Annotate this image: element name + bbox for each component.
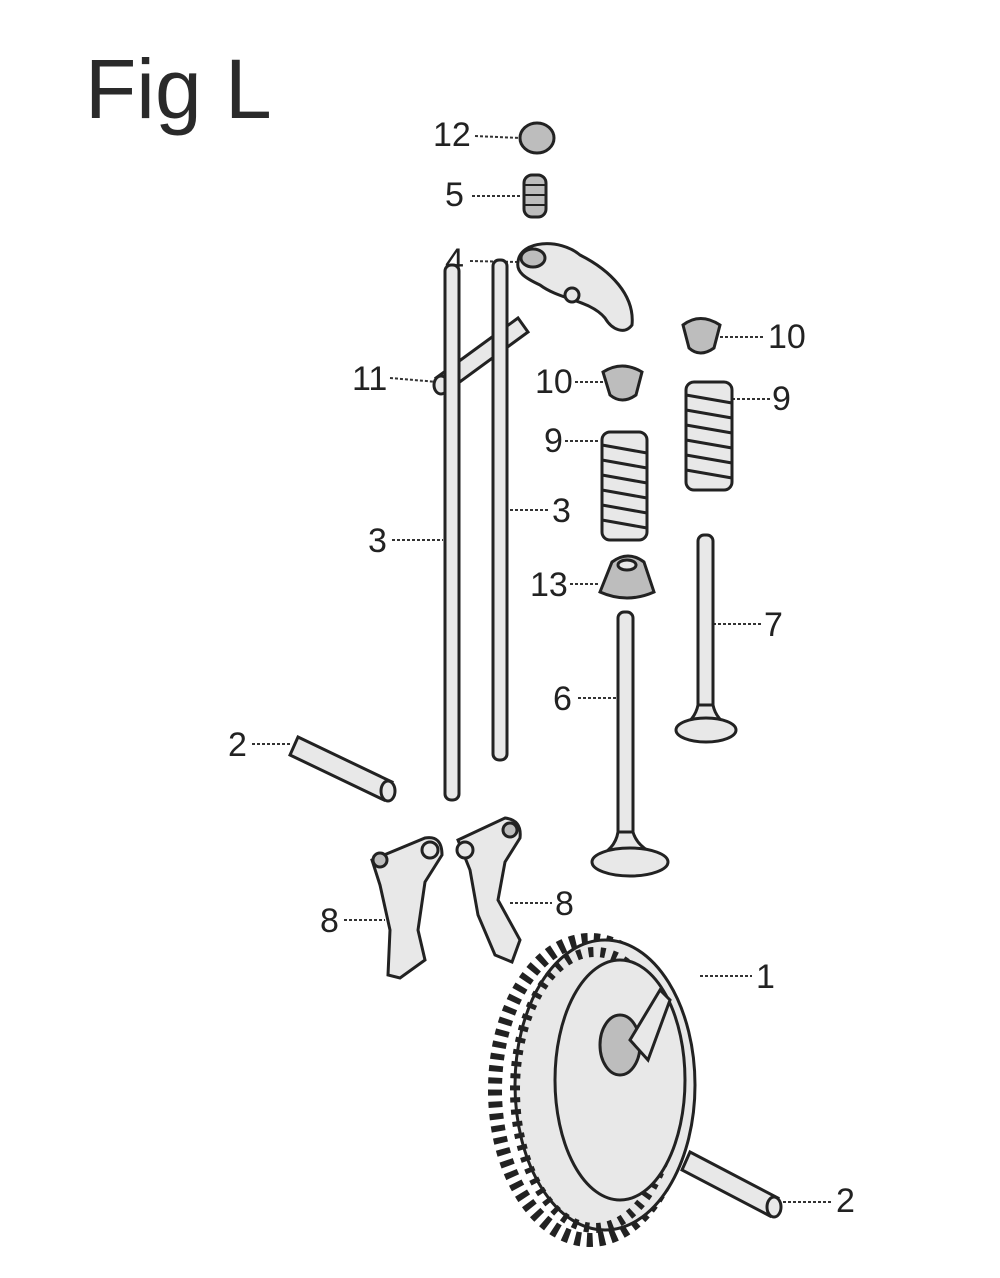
callout-1: 1 xyxy=(756,958,775,996)
callout-5: 5 xyxy=(445,176,464,214)
callout-10: 10 xyxy=(535,363,573,401)
callout-3: 3 xyxy=(368,522,387,560)
figure-title: Fig L xyxy=(85,42,272,136)
part-pushrod-right: 3 xyxy=(491,258,571,762)
callout-8: 8 xyxy=(555,885,574,923)
callout-2: 2 xyxy=(228,726,247,764)
callout-2: 2 xyxy=(836,1182,855,1220)
part-pin-right: 2 xyxy=(680,1149,855,1220)
part-camshaft-gear: 1 xyxy=(488,933,775,1247)
callout-11: 11 xyxy=(352,360,387,398)
callout-6: 6 xyxy=(553,680,572,718)
part-nut: 12 xyxy=(433,116,556,155)
callout-12: 12 xyxy=(433,116,471,154)
part-pushrod-left: 3 xyxy=(368,263,461,802)
callout-3: 3 xyxy=(552,492,571,530)
callout-9: 9 xyxy=(772,380,791,418)
part-valve-spring-left: 9 xyxy=(544,422,649,542)
callout-13: 13 xyxy=(530,566,568,604)
part-lifter-right: 8 xyxy=(455,816,574,964)
part-valve-seal: 13 xyxy=(530,554,656,604)
part-pin-left: 2 xyxy=(228,726,397,803)
part-exhaust-valve: 7 xyxy=(674,533,783,744)
part-valve-spring-right: 9 xyxy=(684,380,791,492)
part-retainer-right: 10 xyxy=(681,317,806,356)
part-retainer-left: 10 xyxy=(535,363,644,402)
callout-7: 7 xyxy=(764,606,783,644)
callout-10: 10 xyxy=(768,318,806,356)
part-small-spring: 5 xyxy=(445,173,548,219)
callout-8: 8 xyxy=(320,902,339,940)
part-intake-valve: 6 xyxy=(553,610,670,878)
callout-9: 9 xyxy=(544,422,563,460)
part-lifter-left: 8 xyxy=(320,836,444,980)
part-rocker-arm: 4 xyxy=(445,242,634,332)
